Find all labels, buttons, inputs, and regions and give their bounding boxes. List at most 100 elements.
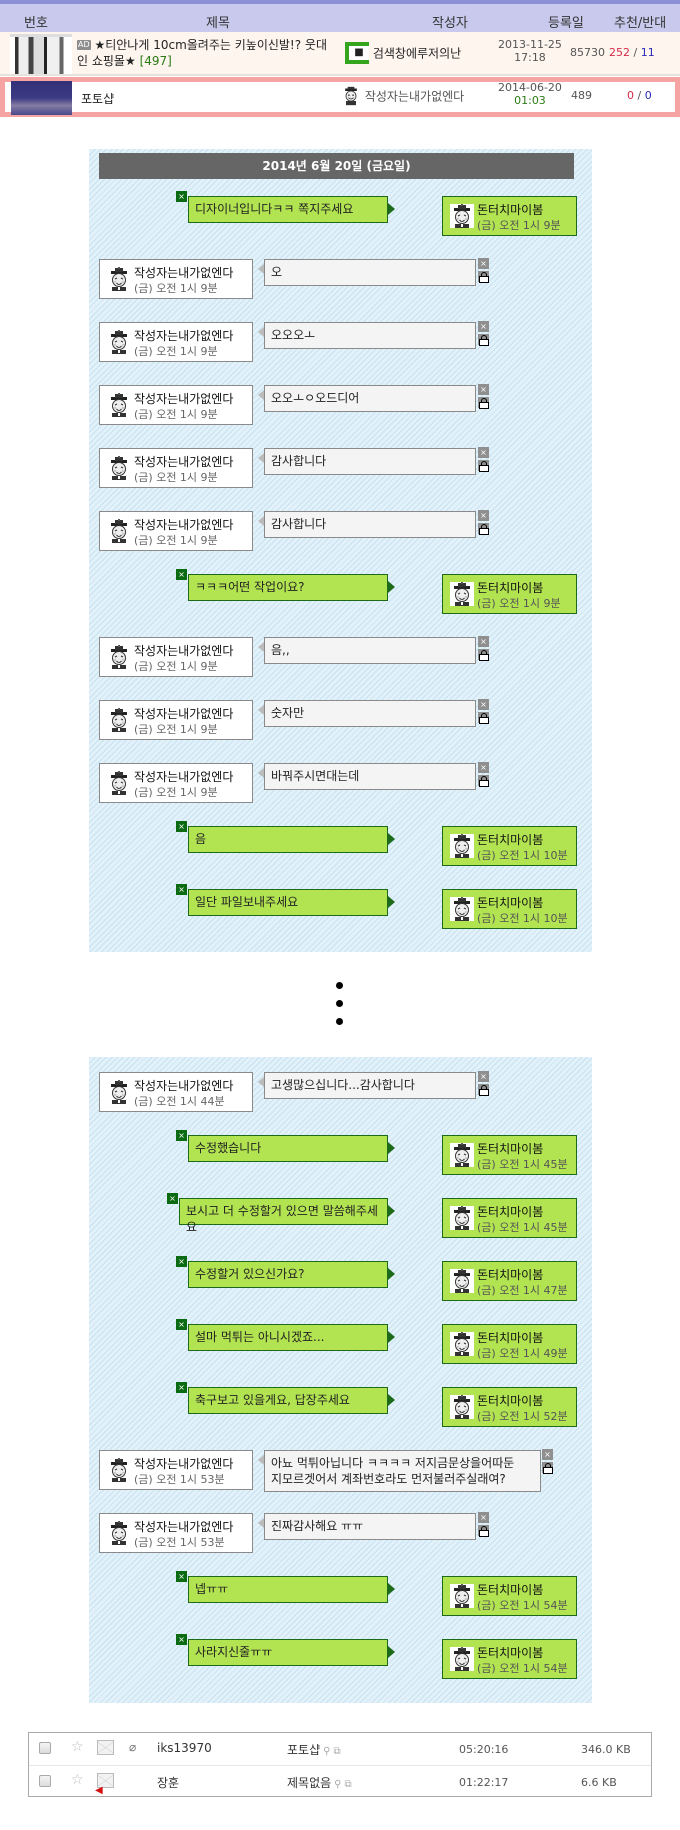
message-bubble: 오 xyxy=(258,259,476,286)
author-name: 작성자는내가없엔다 xyxy=(134,1457,234,1471)
message-author-card[interactable]: 작성자는내가없엔다(금) 오전 1시 53분 xyxy=(99,1450,253,1490)
delete-icon[interactable]: × xyxy=(478,636,489,647)
message-author-card[interactable]: 돈터치마이봄 (금) 오전 1시 10분 xyxy=(442,826,577,866)
author-name: 작성자는내가없엔다 xyxy=(134,329,234,343)
message-text: 보시고 더 수정할거 있으면 말씀해주세요 xyxy=(186,1204,378,1234)
delete-icon[interactable]: × xyxy=(176,569,187,580)
open-popup-icon[interactable]: ⧉ xyxy=(344,1779,352,1790)
ad-thumbnail[interactable] xyxy=(10,34,72,74)
delete-icon[interactable]: × xyxy=(478,258,489,269)
delete-icon[interactable]: × xyxy=(167,1193,178,1204)
message-author-card[interactable]: 돈터치마이봄(금) 오전 1시 54분 xyxy=(442,1639,577,1679)
block-lock-icon[interactable] xyxy=(478,334,489,346)
message-author-card[interactable]: 작성자는내가없엔다(금) 오전 1시 9분 xyxy=(99,448,253,488)
message-time: (금) 오전 1시 10분 xyxy=(477,849,568,862)
star-icon[interactable]: ☆ xyxy=(71,1739,84,1755)
block-lock-icon[interactable] xyxy=(478,1525,489,1537)
delete-icon[interactable]: × xyxy=(478,384,489,395)
author-name: 돈터치마이봄 xyxy=(477,203,544,217)
block-lock-icon[interactable] xyxy=(478,460,489,472)
message-text-line2: 지모르겟어서 계좌번호라도 먼저불러주실래여? xyxy=(271,1472,506,1486)
message-tools: × xyxy=(478,258,490,283)
delete-icon[interactable]: × xyxy=(478,510,489,521)
star-icon[interactable]: ☆ xyxy=(71,1772,84,1788)
message-author-card[interactable]: 돈터치마이봄(금) 오전 1시 9분 xyxy=(442,574,577,614)
block-lock-icon[interactable] xyxy=(542,1462,553,1474)
delete-icon[interactable]: × xyxy=(176,1319,187,1330)
message-author-card[interactable]: 작성자는내가없엔다(금) 오전 1시 9분 xyxy=(99,385,253,425)
mail-row[interactable]: ☆ ◀ 장훈 제목없음⚲⧉ 01:22:17 6.6 KB xyxy=(29,1765,651,1797)
message-text: 수정했습니다 xyxy=(195,1141,262,1155)
block-lock-icon[interactable] xyxy=(478,1084,489,1096)
delete-icon[interactable]: × xyxy=(176,1256,187,1267)
delete-icon[interactable]: × xyxy=(478,1071,489,1082)
message-time: (금) 오전 1시 10분 xyxy=(477,912,568,925)
message-author-card[interactable]: 돈터치마이봄(금) 오전 1시 49분 xyxy=(442,1324,577,1364)
mail-sender[interactable]: 장훈 xyxy=(157,1776,180,1790)
message-author-card[interactable]: 돈터치마이봄(금) 오전 1시 45분 xyxy=(442,1135,577,1175)
message-bubble: 디자이너입니다ㅋㅋ 쪽지주세요 xyxy=(188,196,395,223)
message-bubble: 바꿔주시면대는데 xyxy=(258,763,476,790)
message-author-card[interactable]: 작성자는내가없엔다(금) 오전 1시 44분 xyxy=(99,1072,253,1112)
mail-subject[interactable]: 포토샵⚲⧉ xyxy=(287,1743,341,1757)
message-author-card[interactable]: 작성자는내가없엔다(금) 오전 1시 9분 xyxy=(99,700,253,740)
mail-sender[interactable]: iks13970 xyxy=(157,1741,212,1755)
message-author-card[interactable]: 돈터치마이봄(금) 오전 1시 47분 xyxy=(442,1261,577,1301)
message-author-card[interactable]: 돈터치마이봄(금) 오전 1시 52분 xyxy=(442,1387,577,1427)
delete-icon[interactable]: × xyxy=(478,699,489,710)
message-author-card[interactable]: 작성자는내가없엔다 (금) 오전 1시 9분 xyxy=(99,322,253,362)
vote-count: 252 / 11 xyxy=(609,46,655,59)
post-thumbnail[interactable] xyxy=(11,81,72,115)
delete-icon[interactable]: × xyxy=(176,821,187,832)
post-title-link[interactable]: 포토샵 xyxy=(81,92,115,106)
mail-checkbox[interactable] xyxy=(39,1742,51,1754)
message-author-card[interactable]: 돈터치마이봄(금) 오전 1시 10분 xyxy=(442,889,577,929)
message-bubble: 음 xyxy=(188,826,395,853)
preview-search-icon[interactable]: ⚲ xyxy=(323,1746,331,1757)
message-author-card[interactable]: 작성자는내가없엔다(금) 오전 1시 9분 xyxy=(99,259,253,299)
message-author-card[interactable]: 작성자는내가없엔다(금) 오전 1시 9분 xyxy=(99,763,253,803)
avatar-icon xyxy=(450,204,474,228)
message-author-card[interactable]: 작성자는내가없엔다(금) 오전 1시 53분 xyxy=(99,1513,253,1553)
message-text: 디자이너입니다ㅋㅋ 쪽지주세요 xyxy=(195,202,354,216)
delete-icon[interactable]: × xyxy=(478,1512,489,1523)
delete-icon[interactable]: × xyxy=(176,1382,187,1393)
block-lock-icon[interactable] xyxy=(478,397,489,409)
message-author-card[interactable]: 돈터치마이봄(금) 오전 1시 45분 xyxy=(442,1198,577,1238)
delete-icon[interactable]: × xyxy=(478,762,489,773)
delete-icon[interactable]: × xyxy=(176,884,187,895)
author-link[interactable]: 작성자는내가없엔다 xyxy=(341,85,464,107)
message-author-card[interactable]: 작성자는내가없엔다(금) 오전 1시 9분 xyxy=(99,637,253,677)
open-popup-icon[interactable]: ⧉ xyxy=(333,1746,341,1757)
block-lock-icon[interactable] xyxy=(478,523,489,535)
message-time: (금) 오전 1시 9분 xyxy=(134,345,218,358)
message-author-card[interactable]: 돈터치마이봄(금) 오전 1시 54분 xyxy=(442,1576,577,1616)
delete-icon[interactable]: × xyxy=(176,1634,187,1645)
col-header-num: 번호 xyxy=(24,16,48,31)
delete-icon[interactable]: × xyxy=(176,1571,187,1582)
message-bubble: 일단 파일보내주세요 xyxy=(188,889,395,916)
author-name: 돈터치마이봄 xyxy=(477,833,544,847)
board-row-ad[interactable]: AD ★티안나게 10cm올려주는 키높이신발!? 웃대 인 쇼핑몰★ [497… xyxy=(0,32,680,76)
mail-checkbox[interactable] xyxy=(39,1775,51,1787)
avatar-icon xyxy=(450,1269,474,1293)
post-title-link[interactable]: AD ★티안나게 10cm올려주는 키높이신발!? 웃대 인 쇼핑몰★ [497… xyxy=(77,38,328,68)
block-lock-icon[interactable] xyxy=(478,271,489,283)
delete-icon[interactable]: × xyxy=(176,191,187,202)
message-bubble: 음,, xyxy=(258,637,476,664)
message-author-card[interactable]: 작성자는내가없엔다(금) 오전 1시 9분 xyxy=(99,511,253,551)
preview-search-icon[interactable]: ⚲ xyxy=(334,1779,342,1790)
delete-icon[interactable]: × xyxy=(176,1130,187,1141)
author-link[interactable]: ■ 검색창에루저의난 xyxy=(345,42,461,64)
mail-subject[interactable]: 제목없음⚲⧉ xyxy=(287,1776,352,1790)
block-lock-icon[interactable] xyxy=(478,712,489,724)
message-author-card[interactable]: 돈터치마이봄(금) 오전 1시 9분 xyxy=(442,196,577,236)
block-lock-icon[interactable] xyxy=(478,775,489,787)
delete-icon[interactable]: × xyxy=(478,321,489,332)
delete-icon[interactable]: × xyxy=(542,1449,553,1460)
mail-row[interactable]: ☆ ⌀ iks13970 포토샵⚲⧉ 05:20:16 346.0 KB xyxy=(29,1733,651,1765)
block-lock-icon[interactable] xyxy=(478,649,489,661)
delete-icon[interactable]: × xyxy=(478,447,489,458)
